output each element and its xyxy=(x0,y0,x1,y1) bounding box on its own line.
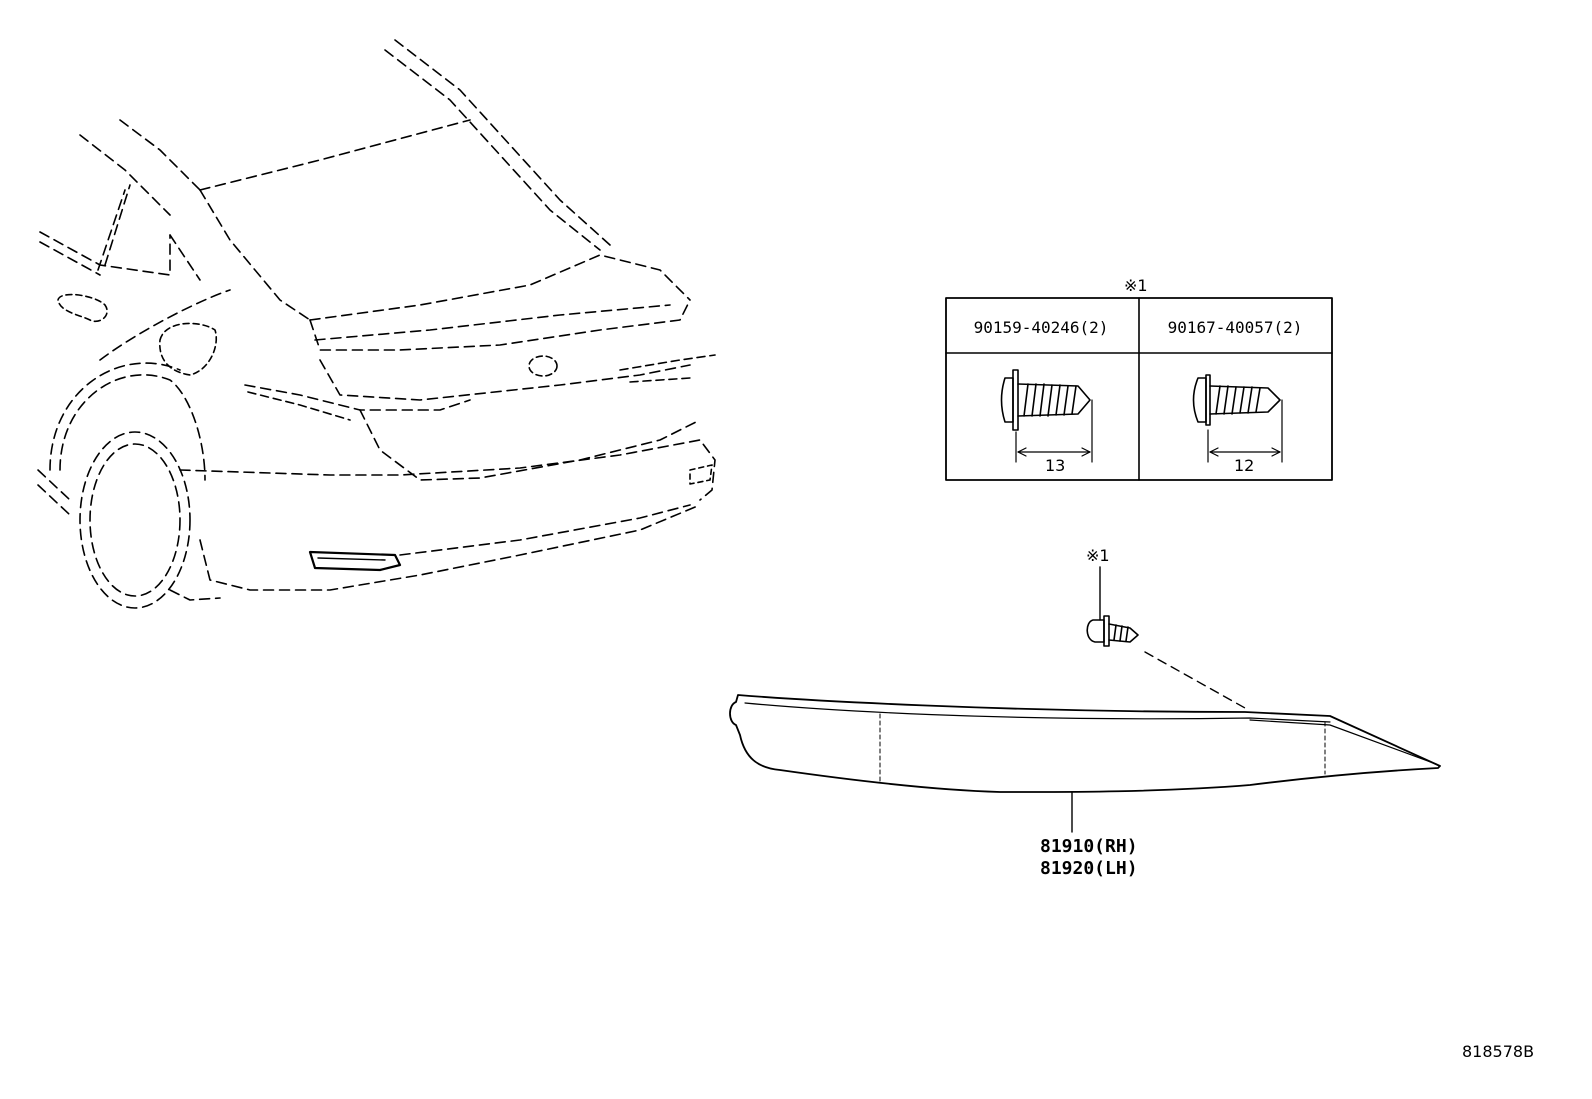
table-header-part-2: 90167-40057(2) xyxy=(1167,318,1303,337)
bolt-callout xyxy=(1086,566,1246,709)
part-label-lh: 81920(LH) xyxy=(1040,858,1138,879)
bolt-length-1: 13 xyxy=(1045,456,1066,475)
bolt-90167-icon xyxy=(1192,374,1283,463)
fastener-table xyxy=(945,297,1333,481)
rear-reflector-part xyxy=(729,694,1441,833)
table-header-part-1: 90159-40246(2) xyxy=(973,318,1109,337)
bolt-callout-mark: ※1 xyxy=(1086,546,1110,565)
car-rear-illustration xyxy=(37,39,716,609)
fastener-note-mark: ※1 xyxy=(1124,276,1148,295)
bolt-90159-icon xyxy=(1000,369,1093,463)
part-label-rh: 81910(RH) xyxy=(1040,836,1138,857)
bolt-length-2: 12 xyxy=(1234,456,1255,475)
diagram-code: 818578B xyxy=(1462,1042,1535,1061)
